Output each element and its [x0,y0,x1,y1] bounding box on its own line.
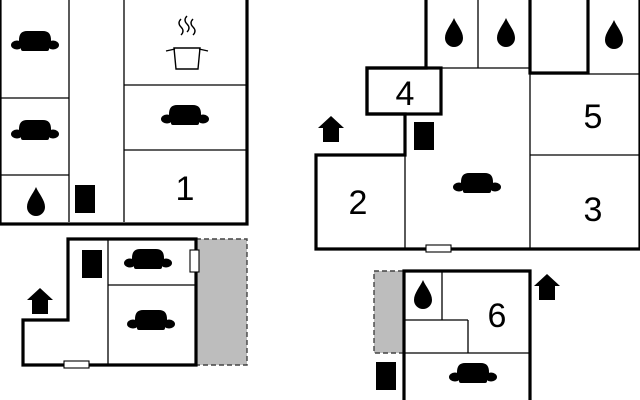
stairs-icon [82,250,102,278]
room-number-2: 2 [349,184,368,222]
window-icon [425,244,452,253]
water-drop-icon [605,20,623,49]
room-number-4: 4 [396,75,415,113]
water-drop-icon [445,18,463,47]
wall-outline [0,0,249,226]
exterior-terrace [373,270,405,354]
window-icon [189,249,200,273]
window-icon [63,360,90,369]
water-drop-icon [27,187,45,216]
entrance-icon [27,288,53,314]
room-number-3: 3 [584,191,603,229]
building-top-left [0,0,249,226]
sofa-icon [11,120,59,146]
sofa-icon [127,310,175,336]
room-4 [365,66,443,116]
building-bottom-right [402,269,532,400]
stairs-icon [376,362,396,390]
room-number-5: 5 [584,98,603,136]
entrance-icon [318,116,344,142]
stairs-icon [75,185,95,213]
sofa-icon [449,363,497,389]
storage-room [528,0,590,75]
sofa-icon [161,105,209,131]
entrance-icon [534,274,560,300]
sofa-icon [124,249,172,275]
sofa-icon [11,31,59,57]
water-drop-icon [414,280,432,309]
building-bottom-left [21,237,198,367]
sofa-icon [453,173,501,199]
water-drop-icon [497,18,515,47]
wall-outline [402,269,532,400]
room-number-1: 1 [176,170,195,208]
wall-outline [21,237,198,367]
room-number-6: 6 [488,297,507,335]
cooking-pot-icon [165,15,209,70]
stairs-icon [414,122,434,150]
exterior-terrace [195,238,248,366]
